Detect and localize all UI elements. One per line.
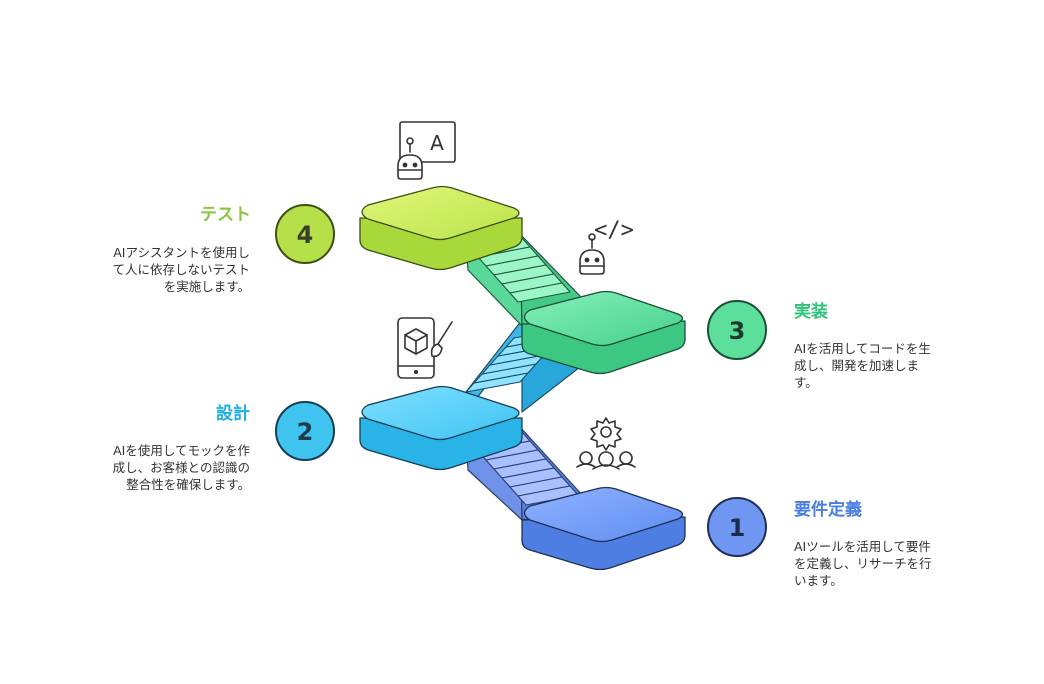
platform-1 <box>521 486 686 571</box>
mobile-design-icon <box>397 317 453 379</box>
robot-screen-icon: A <box>397 121 456 180</box>
step-badge-4: 4 <box>275 204 335 264</box>
svg-text:3: 3 <box>729 317 746 345</box>
step-1-title: 要件定義 <box>794 500 862 520</box>
gear-team-icon <box>576 417 636 470</box>
svg-text:1: 1 <box>729 514 746 542</box>
step-badge-3: 3 <box>707 300 767 360</box>
platform-3 <box>521 290 686 375</box>
step-2-description: AIを使用してモックを作 成し、お客様との認識の 整合性を確保します。 <box>112 443 250 492</box>
svg-text:2: 2 <box>297 418 314 446</box>
robot-code-icon: </> <box>579 218 634 275</box>
step-1-description: AIツールを活用して要件 を定義し、リサーチを行 います。 <box>794 539 932 588</box>
step-badge-2: 2 <box>275 401 335 461</box>
step-badge-1: 1 <box>707 497 767 557</box>
step-4-description: AIアシスタントを使用し て人に依存しないテスト を実施します。 <box>112 245 250 294</box>
svg-text:4: 4 <box>297 221 314 249</box>
svg-text:A: A <box>430 131 444 155</box>
step-4-title: テスト <box>200 205 251 225</box>
platform-2 <box>359 385 523 471</box>
step-3-description: AIを活用してコードを生 成し、開発を加速しま す。 <box>794 341 931 390</box>
svg-text:</>: </> <box>594 218 634 243</box>
platform-4 <box>359 185 523 271</box>
step-3-title: 実装 <box>794 302 828 322</box>
step-2-title: 設計 <box>216 404 250 424</box>
